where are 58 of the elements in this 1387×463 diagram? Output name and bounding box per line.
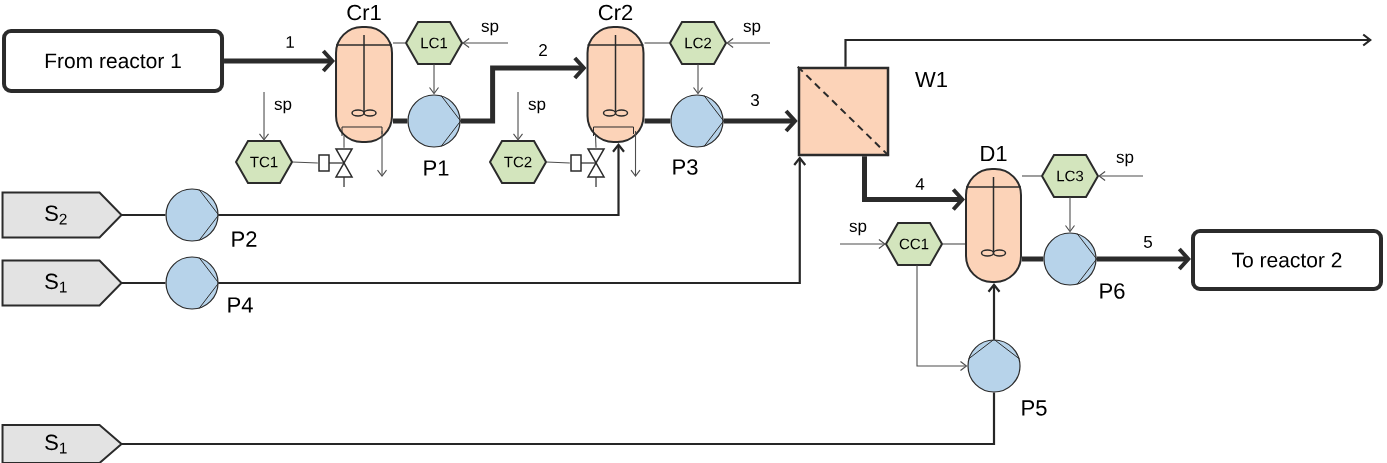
edge-label: sp (480, 21, 500, 37)
pipe-line (121, 392, 996, 446)
node-label: D1 (981, 145, 1007, 162)
terminal-box: To reactor 2 (1191, 229, 1383, 291)
signal-line (512, 91, 524, 141)
node-label: W1 (915, 71, 947, 88)
vessel: Cr1 (335, 4, 393, 143)
signal-line (392, 42, 407, 44)
edge-label: 5 (1142, 235, 1154, 249)
signal-line (630, 130, 641, 177)
signal-line (343, 135, 345, 149)
pipe-line (121, 213, 166, 217)
signal-line (726, 37, 771, 49)
source-tag: S$_{2}$ (1, 191, 123, 239)
signal-line (594, 135, 597, 149)
pipe-line (844, 33, 1372, 67)
signal-line (258, 91, 270, 141)
valve-symbol (570, 148, 606, 188)
source-tag: S$_{1}$ (1, 259, 123, 307)
signal-line (643, 42, 671, 44)
node-label: Cr2 (598, 4, 633, 21)
source-tag: S$_{1}$ (1, 424, 124, 463)
vessel: Cr2 (586, 4, 645, 143)
signal-line (462, 37, 509, 49)
edge-label: sp (742, 21, 762, 37)
edge-label: sp (273, 99, 293, 115)
edge-label: 2 (537, 43, 549, 57)
stream-arrow (1096, 247, 1191, 271)
signal-line (916, 264, 968, 372)
edge-label: sp (1115, 152, 1135, 168)
pipe-line (218, 143, 625, 217)
vessel: D1 (965, 145, 1022, 283)
signal-line (545, 161, 571, 164)
edge-label: sp (527, 99, 547, 115)
stream-arrow (224, 49, 335, 73)
filter-box: W1 (796, 65, 947, 158)
signal-line (1098, 170, 1144, 182)
signal-line (291, 161, 319, 164)
valve-symbol (318, 148, 354, 188)
pipe-line (987, 283, 1001, 340)
signal-line (1021, 175, 1043, 177)
node-label: Cr1 (347, 4, 381, 21)
edge-label: sp (848, 221, 868, 237)
edge-label: 4 (914, 177, 926, 191)
pipe-line (218, 156, 807, 285)
edge-label: 1 (284, 35, 296, 49)
signal-line (839, 238, 886, 250)
stream-arrow (723, 109, 798, 133)
pipe-line (121, 281, 166, 285)
signal-line (376, 130, 388, 177)
stream-arrow (460, 56, 587, 124)
signal-line (941, 243, 966, 245)
signal-line (1064, 196, 1076, 233)
edge-label: 3 (749, 93, 761, 107)
stream-arrow (862, 156, 965, 211)
signal-line (692, 63, 704, 95)
signal-line (428, 63, 440, 95)
terminal-box: From reactor 1 (2, 29, 224, 93)
